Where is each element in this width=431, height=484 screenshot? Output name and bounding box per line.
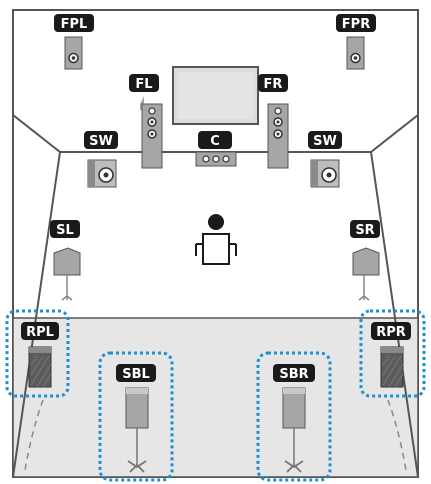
speaker-c: C — [195, 131, 237, 167]
sr-label: SR — [355, 223, 374, 238]
front-right-wall-line — [370, 114, 419, 153]
sw-left-label-box — [84, 131, 118, 149]
sr-speaker-body — [352, 247, 380, 276]
speaker-fr: FR — [258, 74, 289, 169]
sr-label-box — [350, 220, 380, 238]
rear-zone — [12, 317, 419, 478]
sbl-direction-icon — [127, 460, 147, 473]
c-driver-mid-icon — [212, 155, 220, 163]
fl-label-box — [129, 74, 159, 92]
sbl-label-box — [116, 364, 156, 382]
speaker-sw-left: SW — [84, 131, 118, 188]
c-label: C — [210, 134, 220, 149]
speaker-rpr: RPR — [359, 309, 426, 398]
speaker-rpl: RPL — [5, 309, 70, 398]
sbr-direction-icon — [284, 460, 304, 473]
fr-tweeter-icon — [274, 107, 282, 115]
speaker-sbr: SBR — [256, 351, 332, 482]
speaker-sl: SL — [50, 220, 81, 301]
sl-label-box — [50, 220, 80, 238]
fpl-label-box — [54, 14, 94, 32]
sl-label: SL — [56, 223, 74, 238]
speaker-sbl: SBL — [98, 351, 174, 482]
speaker-fl: FL — [129, 74, 163, 169]
rpl-label-box — [21, 322, 59, 340]
rpl-label: RPL — [26, 325, 54, 340]
rpr-label: RPR — [376, 325, 406, 340]
c-driver-left-icon — [202, 155, 210, 163]
fpr-label: FPR — [342, 17, 370, 32]
rpl-direction-line — [24, 399, 44, 471]
sbr-highlight-outline — [256, 351, 332, 482]
sbr-label: SBR — [279, 367, 308, 382]
side-walls — [12, 151, 419, 478]
right-side-wall — [370, 151, 419, 478]
fr-label-box — [258, 74, 288, 92]
sbl-highlight-outline — [98, 351, 174, 482]
sbr-label-box — [273, 364, 315, 382]
speaker-sr: SR — [350, 220, 380, 301]
rpr-label-box — [371, 322, 411, 340]
tv-screen-icon — [172, 66, 259, 125]
left-side-wall — [12, 151, 61, 478]
fr-label: FR — [264, 77, 283, 92]
sl-speaker-body — [53, 247, 81, 276]
fl-label: FL — [135, 77, 152, 92]
rear-direction-lines — [24, 399, 407, 471]
fl-tweeter-icon — [148, 107, 156, 115]
c-driver-right-icon — [222, 155, 230, 163]
rpr-direction-line — [387, 399, 407, 471]
fpr-label-box — [336, 14, 376, 32]
front-left-wall-line — [12, 114, 61, 153]
speaker-sw-right: SW — [308, 131, 342, 188]
c-label-box — [198, 131, 232, 149]
speaker-fpr: FPR — [336, 14, 376, 70]
fpl-label: FPL — [61, 17, 88, 32]
sw-left-label: SW — [89, 134, 113, 149]
rpl-highlight-outline — [5, 309, 70, 398]
sbl-label: SBL — [122, 367, 150, 382]
speaker-fpl: FPL — [54, 14, 94, 70]
listener-person-on-chair-icon — [195, 214, 237, 265]
sw-right-label-box — [308, 131, 342, 149]
sw-right-label: SW — [313, 134, 337, 149]
rpr-highlight-outline — [359, 309, 426, 398]
